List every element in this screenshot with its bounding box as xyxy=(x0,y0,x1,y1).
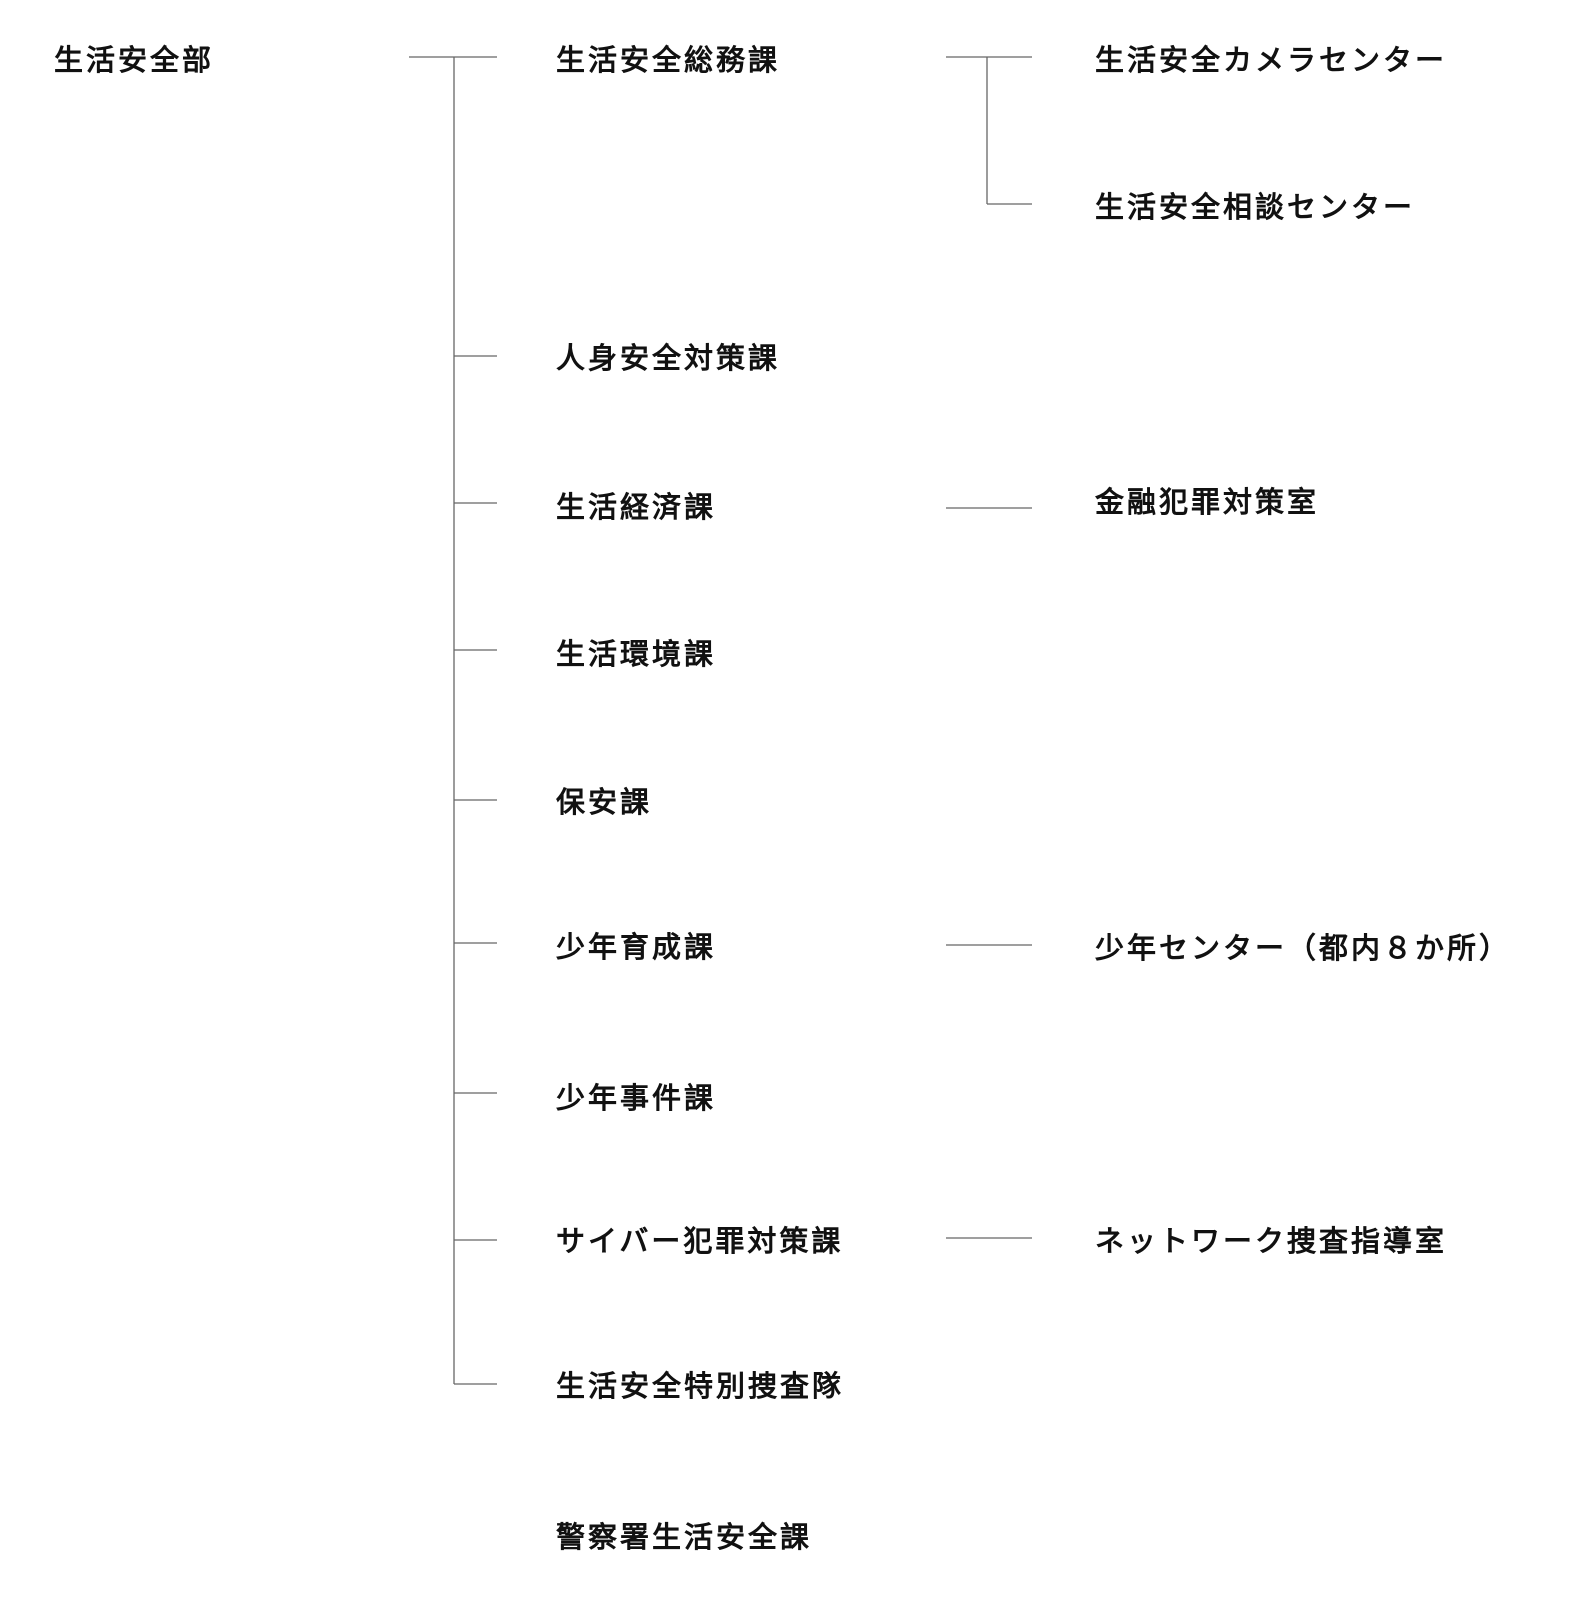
org-node-somu-ka: 生活安全総務課 xyxy=(556,43,781,77)
org-node-seikatsu-keizai-ka: 生活経済課 xyxy=(556,490,717,524)
org-node-hoan-ka: 保安課 xyxy=(556,785,653,819)
org-node-cyber-hanzai-taisaku-ka: サイバー犯罪対策課 xyxy=(556,1224,844,1258)
org-node-tokubetsu-sosatai: 生活安全特別捜査隊 xyxy=(556,1369,845,1403)
org-node-jinshin-anzen-taisaku-ka: 人身安全対策課 xyxy=(556,341,781,375)
org-node-camera-center: 生活安全カメラセンター xyxy=(1095,43,1448,77)
org-node-shonen-center: 少年センター（都内８か所） xyxy=(1095,931,1512,965)
org-node-shonen-jiken-ka: 少年事件課 xyxy=(556,1081,717,1115)
org-node-soudan-center: 生活安全相談センター xyxy=(1095,190,1416,224)
org-node-shonen-ikusei-ka: 少年育成課 xyxy=(556,930,717,964)
org-node-keisatsusho-seikatsu-anzen-ka: 警察署生活安全課 xyxy=(556,1520,813,1554)
org-node-network-sosa-shido-shitsu: ネットワーク捜査指導室 xyxy=(1095,1224,1448,1258)
org-node-seikatsu-anzen-bu: 生活安全部 xyxy=(54,43,215,77)
org-node-seikatsu-kankyo-ka: 生活環境課 xyxy=(556,637,717,671)
org-node-kinyu-hanzai-taisaku-shitsu: 金融犯罪対策室 xyxy=(1095,485,1320,519)
